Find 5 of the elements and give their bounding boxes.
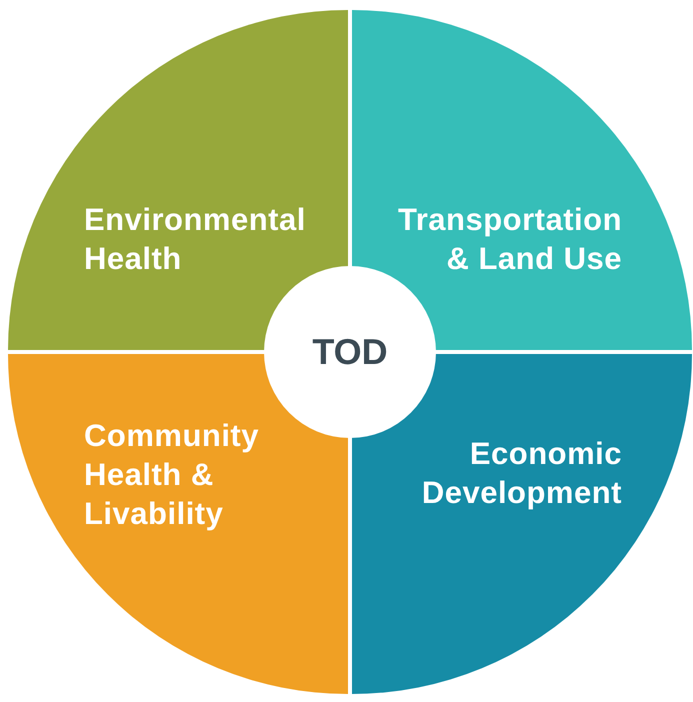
segment-label: Environmental Health <box>84 201 307 278</box>
segment-label: Community Health & Livability <box>84 417 260 533</box>
segment-label: Transportation & Land Use <box>396 201 622 278</box>
center-label: TOD <box>312 331 388 373</box>
segment-label: Economic Development <box>420 435 622 512</box>
